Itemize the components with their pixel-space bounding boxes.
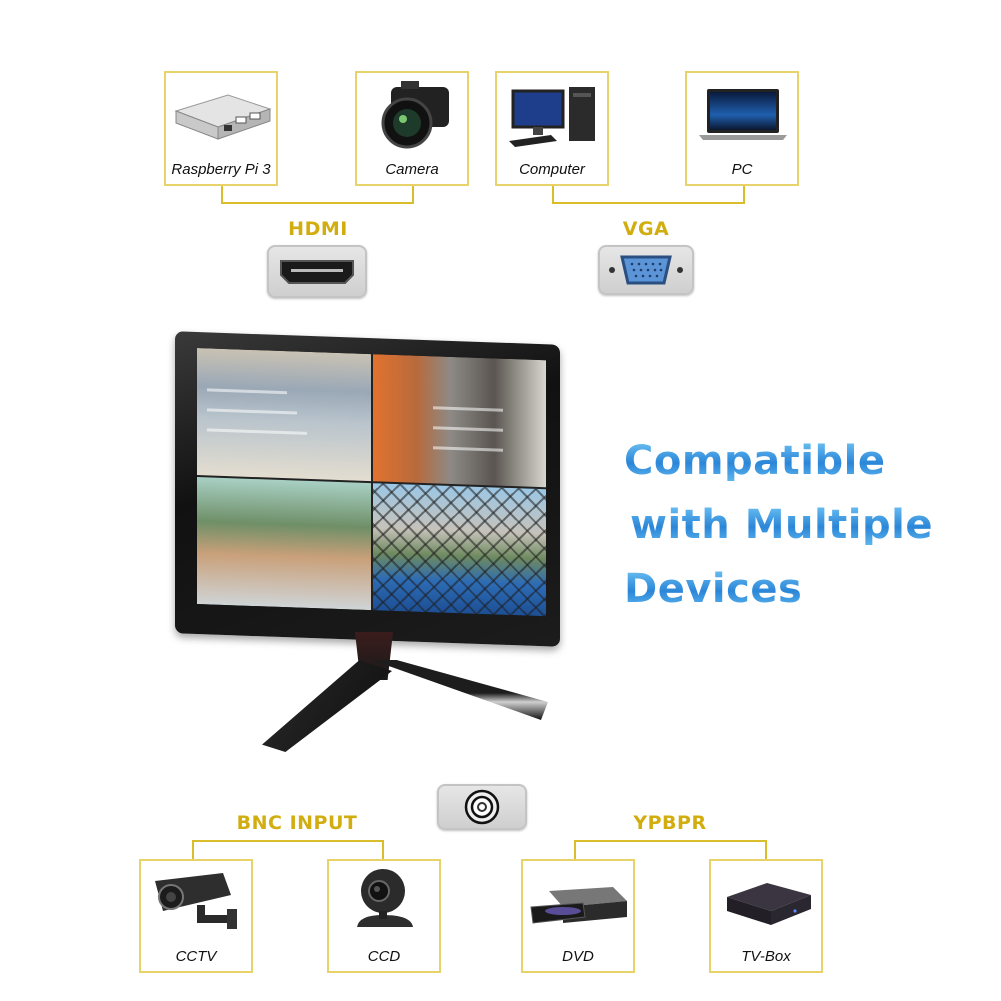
headline-line-1: Compatible [624, 438, 886, 484]
headline-line-3: Devices [624, 566, 803, 612]
dvd-drive-icon [523, 861, 633, 948]
connector-line [221, 202, 414, 204]
connector-line [192, 840, 384, 842]
tv-box-icon [711, 861, 821, 948]
screen-feed-lobby [197, 477, 371, 611]
device-card-raspberry-pi: Raspberry Pi 3 [164, 71, 278, 186]
hdmi-port-icon [267, 245, 367, 298]
device-label: Computer [519, 161, 585, 178]
port-label-vga: VGA [622, 218, 670, 240]
connector-line [574, 840, 576, 860]
headline-line-2: with Multiple [630, 502, 933, 548]
cctv-camera-icon [141, 861, 251, 948]
camera-icon [357, 73, 467, 161]
connector-line [192, 840, 194, 860]
connector-line [382, 840, 384, 860]
device-card-tv-box: TV-Box [709, 859, 823, 973]
screen-feed-shop-interior [372, 354, 546, 488]
device-card-computer: Computer [495, 71, 609, 186]
monitor-stand-leg [262, 660, 392, 752]
webcam-icon [329, 861, 439, 948]
vga-port-icon [598, 245, 694, 295]
raspberry-pi-case-icon [166, 73, 276, 161]
connector-line [765, 840, 767, 860]
device-label: Raspberry Pi 3 [171, 161, 271, 178]
device-label: Camera [385, 161, 439, 178]
laptop-icon [687, 73, 797, 161]
port-label-hdmi: HDMI [288, 218, 348, 240]
bnc-port-icon [437, 784, 527, 830]
monitor-screen [197, 348, 546, 617]
device-card-pc: PC [685, 71, 799, 186]
port-label-ypbpr: YPBPR [633, 812, 707, 834]
device-label: PC [731, 161, 753, 178]
desktop-computer-icon [497, 73, 607, 161]
screen-feed-basketball-court [372, 483, 546, 617]
device-card-dvd: DVD [521, 859, 635, 973]
connector-line [574, 840, 767, 842]
screen-feed-store-aisle [197, 348, 371, 482]
device-label: CCD [367, 948, 401, 965]
device-card-camera: Camera [355, 71, 469, 186]
monitor-image [175, 331, 560, 647]
connector-line [412, 186, 414, 203]
device-label: TV-Box [741, 948, 791, 965]
connector-line [221, 186, 223, 203]
monitor-stand-leg [372, 660, 548, 720]
device-label: DVD [562, 948, 594, 965]
port-label-bnc-input: BNC INPUT [236, 812, 358, 834]
connector-line [552, 186, 554, 203]
device-card-ccd: CCD [327, 859, 441, 973]
device-label: CCTV [175, 948, 217, 965]
connector-line [552, 202, 745, 204]
device-card-cctv: CCTV [139, 859, 253, 973]
connector-line [743, 186, 745, 203]
